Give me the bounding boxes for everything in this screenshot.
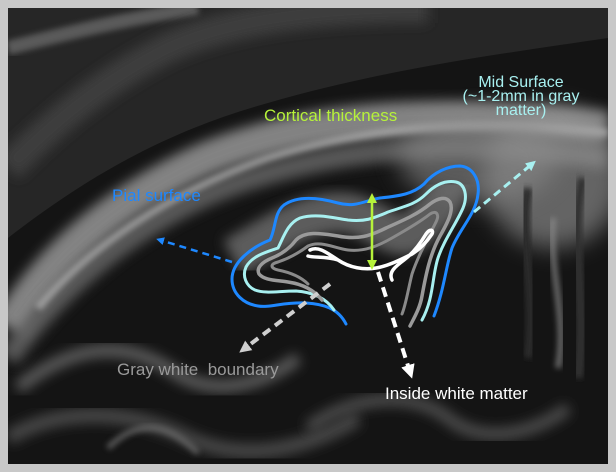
gray-white-boundary-label: Gray white boundary bbox=[117, 361, 279, 378]
inside-white-matter-label: Inside white matter bbox=[385, 385, 528, 402]
pial-surface-label: Pial surface bbox=[112, 187, 201, 204]
cortical-thickness-label: Cortical thickness bbox=[264, 107, 397, 124]
mid-surface-label: Mid Surface (~1-2mm in gray matter) bbox=[445, 76, 597, 118]
